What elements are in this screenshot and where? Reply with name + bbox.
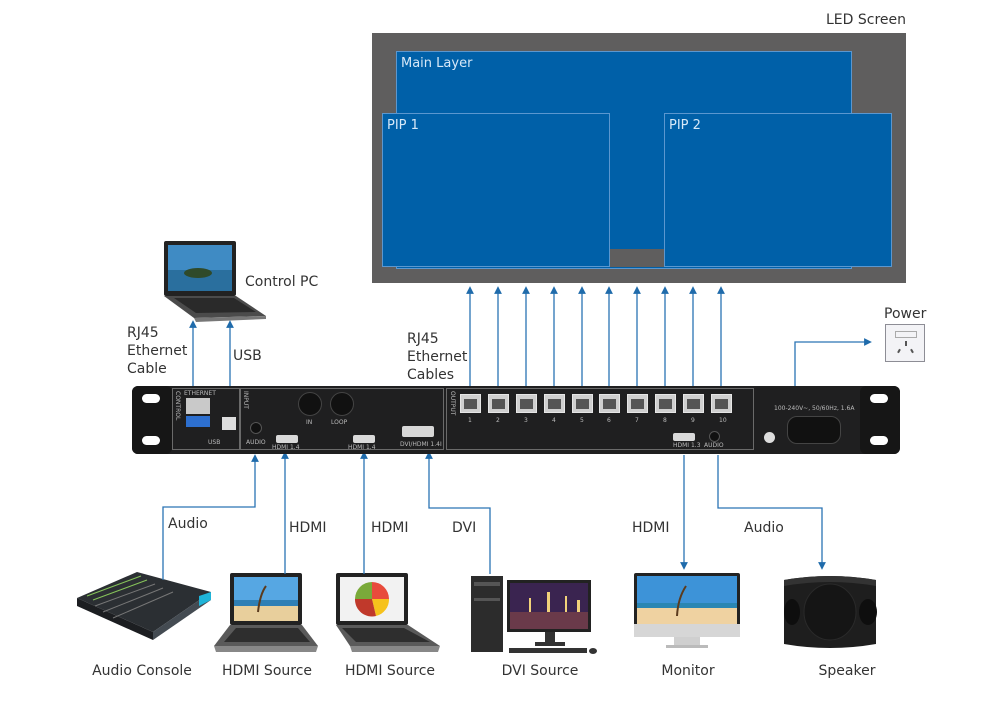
hdmi1-port bbox=[276, 435, 298, 443]
left-rack-ear bbox=[132, 386, 172, 454]
rj45-output-port-10 bbox=[711, 394, 732, 413]
ethernet-port-label: ETHERNET bbox=[184, 390, 216, 397]
hdmi-in1-cable-label: HDMI bbox=[289, 520, 327, 536]
monitor-icon bbox=[634, 573, 740, 648]
control-pc bbox=[160, 240, 268, 326]
output-port-number: 5 bbox=[580, 417, 584, 424]
rj45-output-port-9 bbox=[683, 394, 704, 413]
output-port-number: 3 bbox=[524, 417, 528, 424]
sdi-loop-connector bbox=[330, 392, 354, 416]
rj45-cable-label-line3: Cable bbox=[127, 361, 167, 377]
input-panel-frame bbox=[240, 388, 444, 450]
rj45-output-port-2 bbox=[488, 394, 509, 413]
audio-out-jack bbox=[709, 431, 720, 442]
audio-in-cable-label: Audio bbox=[168, 516, 208, 532]
led-screen: Main Layer PIP 1 PIP 2 bbox=[372, 33, 906, 283]
pip1-layer: PIP 1 bbox=[382, 113, 610, 267]
laptop-icon bbox=[214, 573, 318, 652]
video-processor: CONTROL ETHERNET USB INPUT AUDIO HDMI 1.… bbox=[132, 386, 900, 454]
device-label-hdmi-source-2: HDMI Source bbox=[344, 663, 436, 679]
device-label-audio-console: Audio Console bbox=[92, 663, 192, 679]
audio-out-label: AUDIO bbox=[704, 442, 724, 449]
power-rating-label: 100-240V~, 50/60Hz, 1.6A bbox=[774, 405, 855, 412]
device-label-speaker: Speaker bbox=[818, 663, 876, 679]
laptop-icon bbox=[164, 241, 266, 322]
ground-terminal-icon bbox=[764, 432, 775, 443]
usb-b-port bbox=[222, 417, 236, 430]
sdi-in-label: IN bbox=[306, 419, 313, 426]
dvi-label: DVI/HDMI 1.4I bbox=[400, 441, 442, 448]
sdi-in-connector bbox=[298, 392, 322, 416]
output-port-number: 6 bbox=[607, 417, 611, 424]
output-port-number: 10 bbox=[719, 417, 727, 424]
audio-out-cable bbox=[717, 455, 826, 570]
desktop-pc-icon bbox=[471, 576, 597, 654]
audio-in-label: AUDIO bbox=[246, 439, 266, 446]
usb-port-label: USB bbox=[208, 439, 221, 446]
pip2-layer: PIP 2 bbox=[664, 113, 892, 267]
sdi-loop-label: LOOP bbox=[331, 419, 348, 426]
power-outlet-icon bbox=[885, 324, 925, 362]
screen-gap bbox=[610, 249, 664, 267]
input-section-label: INPUT bbox=[242, 391, 249, 409]
hdmi-out-label: HDMI 1.3 bbox=[673, 442, 701, 449]
control-section-label: CONTROL bbox=[174, 391, 181, 421]
rj45-output-port-8 bbox=[655, 394, 676, 413]
audio-in-jack bbox=[250, 422, 262, 434]
rj45-output-port-3 bbox=[516, 394, 537, 413]
usb-cable-label: USB bbox=[233, 348, 262, 364]
dvi-cable-label: DVI bbox=[452, 520, 477, 536]
speaker-icon bbox=[784, 576, 877, 648]
audio-out-cable-label: Audio bbox=[744, 520, 784, 536]
dvi-port bbox=[402, 426, 434, 437]
output-port-number: 7 bbox=[635, 417, 639, 424]
output-port-number: 4 bbox=[552, 417, 556, 424]
rj45-cables-label-line3: Cables bbox=[407, 367, 455, 383]
pip1-label: PIP 1 bbox=[387, 118, 419, 133]
right-rack-ear bbox=[860, 386, 900, 454]
ethernet-port bbox=[186, 398, 210, 414]
output-section-label: OUTPUT bbox=[449, 391, 456, 416]
hdmi-out-port bbox=[673, 433, 695, 441]
hdmi-in2-cable-label: HDMI bbox=[371, 520, 409, 536]
usb-a-port bbox=[186, 416, 210, 427]
audio-console-icon bbox=[77, 572, 211, 640]
control-panel-frame bbox=[172, 388, 240, 450]
output-port-number: 1 bbox=[468, 417, 472, 424]
rj45-cables-label-line2: Ethernet bbox=[407, 349, 468, 365]
rj45-output-port-1 bbox=[460, 394, 481, 413]
led-screen-title: LED Screen bbox=[826, 12, 907, 28]
rj45-output-port-7 bbox=[627, 394, 648, 413]
output-port-number: 8 bbox=[663, 417, 667, 424]
rj45-cable-label-line2: Ethernet bbox=[127, 343, 188, 359]
device-label-hdmi-source-1: HDMI Source bbox=[221, 663, 313, 679]
device-label-monitor: Monitor bbox=[661, 663, 715, 679]
rj45-output-port-5 bbox=[572, 394, 593, 413]
control-pc-label: Control PC bbox=[245, 274, 319, 290]
hdmi1-label: HDMI 1.4 bbox=[272, 444, 300, 451]
device-label-dvi-source: DVI Source bbox=[501, 663, 579, 679]
output-port-number: 2 bbox=[496, 417, 500, 424]
output-port-number: 9 bbox=[691, 417, 695, 424]
power-label: Power bbox=[884, 306, 927, 322]
laptop-icon bbox=[336, 573, 440, 652]
rj45-output-port-6 bbox=[599, 394, 620, 413]
rj45-cables-label-line1: RJ45 bbox=[407, 331, 439, 347]
main-layer-label: Main Layer bbox=[401, 56, 473, 71]
hdmi-out-cable-label: HDMI bbox=[632, 520, 670, 536]
rj45-cable-label-line1: RJ45 bbox=[127, 325, 159, 341]
rj45-output-port-4 bbox=[544, 394, 565, 413]
power-inlet bbox=[787, 416, 841, 444]
hdmi2-label: HDMI 1.4 bbox=[348, 444, 376, 451]
pip2-label: PIP 2 bbox=[669, 118, 701, 133]
output-panel-frame bbox=[446, 388, 754, 450]
dvi-in-cable bbox=[425, 451, 491, 574]
hdmi2-port bbox=[353, 435, 375, 443]
